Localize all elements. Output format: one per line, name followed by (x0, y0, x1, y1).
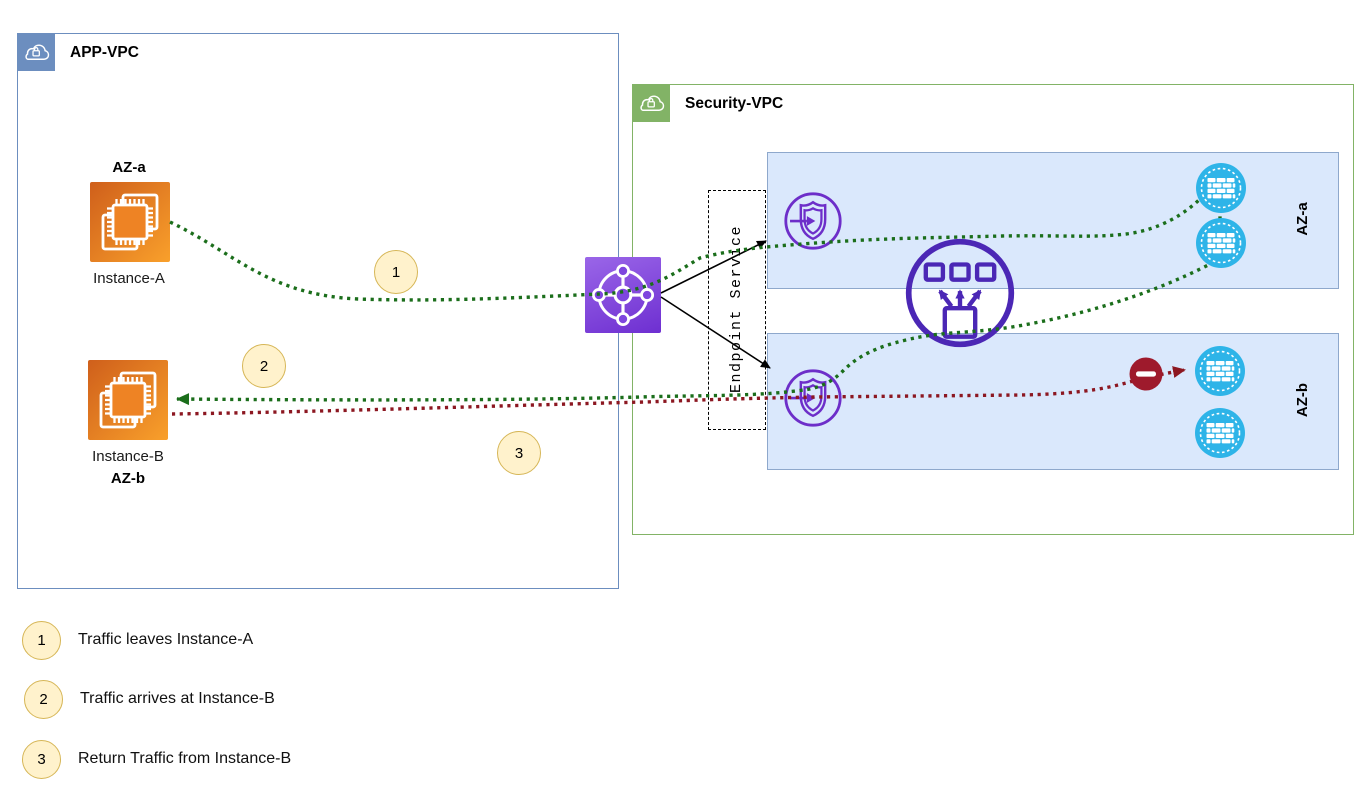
app-az-a-label: AZ-a (112, 159, 146, 176)
legend-text-2: Traffic arrives at Instance-B (80, 690, 275, 707)
gwlb-endpoint-icon (783, 191, 843, 256)
deny-no-entry-icon (1128, 356, 1164, 397)
flow-marker-1: 1 (374, 250, 418, 294)
flow-marker-3: 3 (497, 431, 541, 475)
instance-a-label: Instance-A (93, 270, 165, 287)
legend-marker-1: 1 (22, 621, 61, 660)
instance-b-label: Instance-B (92, 448, 164, 465)
flow-marker-2-number: 2 (259, 357, 269, 375)
firewall-appliance-icon (1194, 345, 1246, 402)
transit-gateway-icon (585, 257, 661, 333)
firewall-appliance-icon (1195, 162, 1247, 219)
flow-marker-1-number: 1 (391, 263, 401, 281)
flow-marker-2: 2 (242, 344, 286, 388)
gateway-load-balancer-icon (903, 236, 1017, 355)
legend-marker-3-number: 3 (37, 751, 46, 768)
security-az-a-band (767, 152, 1339, 289)
security-az-b-label: AZ-b (1294, 382, 1311, 418)
legend-marker-2-number: 2 (39, 691, 48, 708)
firewall-appliance-icon (1195, 217, 1247, 274)
legend-text-1: Traffic leaves Instance-A (78, 631, 254, 648)
legend-marker-2: 2 (24, 680, 63, 719)
endpoint-service-label: Endpoint Service (728, 224, 745, 394)
app-vpc-box (17, 33, 619, 589)
firewall-appliance-icon (1194, 407, 1246, 464)
security-vpc-title: Security-VPC (685, 95, 784, 112)
ec2-instance-icon (88, 360, 168, 440)
vpc-cloud-lock-icon (17, 33, 55, 71)
flow-marker-3-number: 3 (514, 444, 524, 462)
legend-marker-3: 3 (22, 740, 61, 779)
vpc-cloud-lock-icon (632, 84, 670, 122)
ec2-instance-icon (90, 182, 170, 262)
security-az-b-band (767, 333, 1339, 470)
gwlb-endpoint-icon (783, 368, 843, 433)
app-vpc-title: APP-VPC (70, 44, 139, 61)
legend-marker-1-number: 1 (37, 632, 46, 649)
security-az-a-label: AZ-a (1294, 202, 1311, 236)
legend-text-3: Return Traffic from Instance-B (78, 750, 292, 767)
app-az-b-label: AZ-b (110, 470, 146, 487)
